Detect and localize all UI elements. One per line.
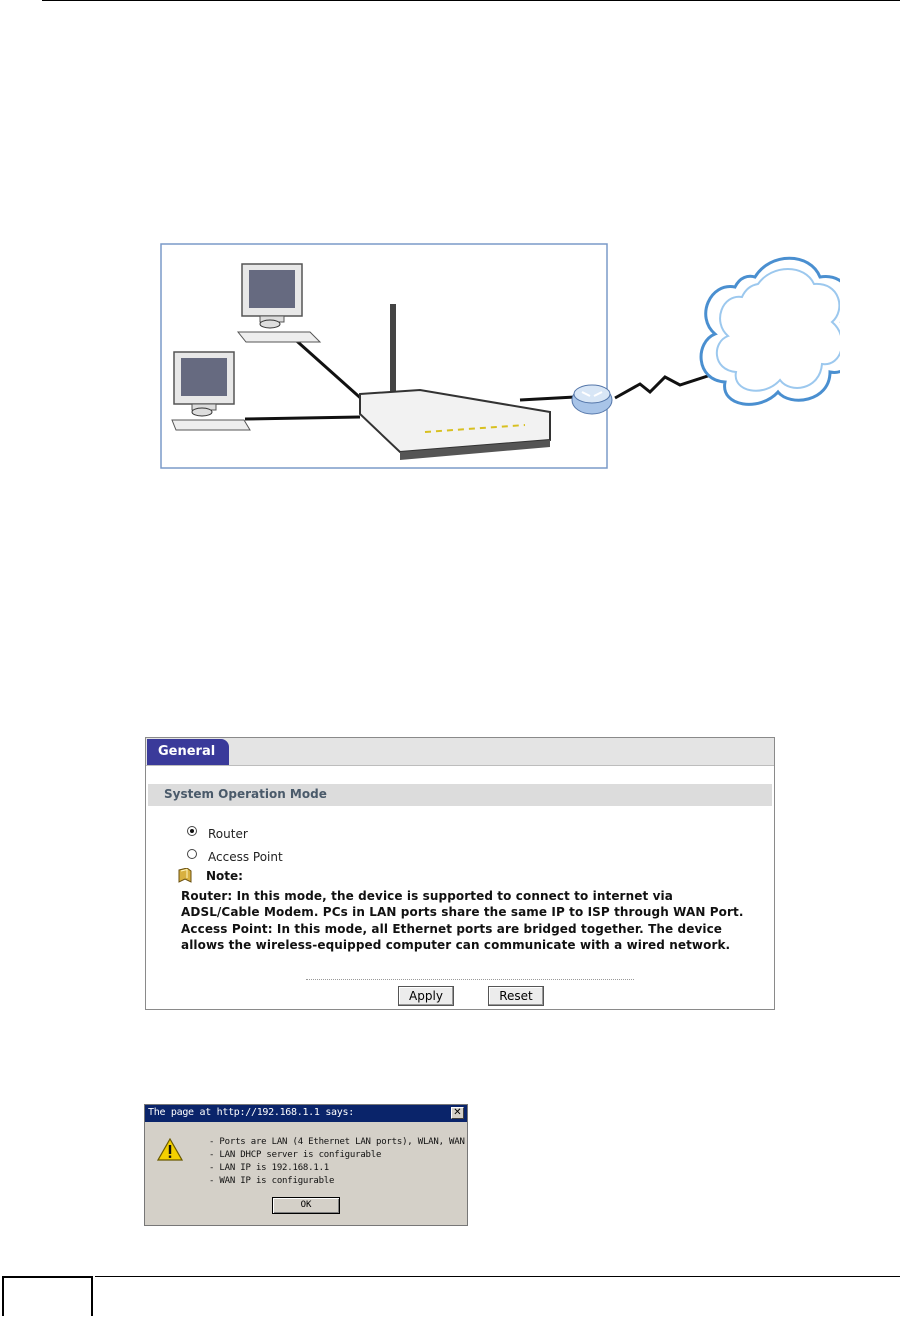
note-text-line: Router: In this mode, the device is supp… bbox=[181, 889, 673, 903]
cable-internet bbox=[614, 370, 721, 400]
computer-1-icon bbox=[236, 263, 322, 343]
cable-wan bbox=[519, 395, 576, 402]
alert-message-line: - LAN IP is 192.168.1.1 bbox=[209, 1163, 330, 1173]
top-rule bbox=[42, 0, 900, 1]
section-title: System Operation Mode bbox=[164, 787, 327, 801]
page-number-box bbox=[2, 1276, 93, 1316]
lan-boundary bbox=[160, 243, 608, 469]
alert-message-line: - WAN IP is configurable bbox=[209, 1176, 335, 1186]
warning-icon bbox=[157, 1138, 183, 1161]
alert-dialog: The page at http://192.168.1.1 says: ✕ -… bbox=[144, 1104, 468, 1226]
internet-cloud-icon bbox=[699, 256, 840, 406]
button-separator bbox=[306, 979, 634, 980]
ok-button[interactable]: OK bbox=[272, 1197, 340, 1214]
tab-bar: General bbox=[146, 738, 774, 766]
alert-title: The page at http://192.168.1.1 says: bbox=[148, 1107, 354, 1118]
close-icon[interactable]: ✕ bbox=[451, 1107, 464, 1119]
cable-pc2 bbox=[244, 415, 361, 421]
section-header-bar bbox=[148, 784, 772, 806]
alert-message-line: - LAN DHCP server is configurable bbox=[209, 1150, 382, 1160]
note-bookmark-icon bbox=[178, 868, 192, 883]
wireless-router-icon bbox=[359, 304, 551, 460]
cable-pc1 bbox=[289, 333, 366, 404]
note-text-line: Access Point: In this mode, all Ethernet… bbox=[181, 922, 723, 936]
note-text-line: allows the wireless-equipped computer ca… bbox=[181, 938, 731, 952]
tab-general[interactable]: General bbox=[147, 739, 229, 765]
network-diagram bbox=[160, 243, 840, 469]
bottom-rule bbox=[95, 1276, 900, 1277]
access-point-radio-label: Access Point bbox=[208, 850, 283, 864]
note-text-line: ADSL/Cable Modem. PCs in LAN ports share… bbox=[181, 905, 744, 919]
alert-message-line: - Ports are LAN (4 Ethernet LAN ports), … bbox=[209, 1137, 465, 1147]
computer-2-icon bbox=[171, 351, 251, 431]
note-label: Note: bbox=[206, 869, 243, 883]
router-radio[interactable] bbox=[187, 826, 197, 836]
reset-button[interactable]: Reset bbox=[488, 986, 544, 1006]
router-radio-label: Router bbox=[208, 827, 248, 841]
access-point-radio[interactable] bbox=[187, 849, 197, 859]
apply-button[interactable]: Apply bbox=[398, 986, 454, 1006]
alert-title-bar: The page at http://192.168.1.1 says: ✕ bbox=[145, 1105, 467, 1122]
general-settings-panel: General System Operation Mode Router Acc… bbox=[145, 737, 775, 1010]
modem-icon bbox=[571, 384, 613, 415]
